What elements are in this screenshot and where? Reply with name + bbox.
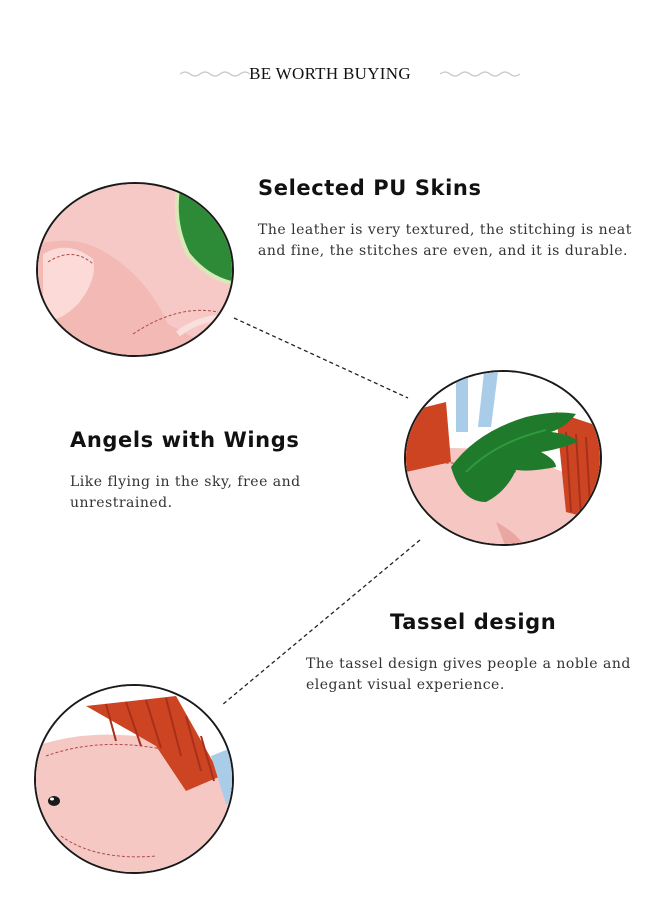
connector-line-1 (233, 317, 409, 399)
tassel-detail-image (34, 684, 234, 874)
eye-rivet (48, 796, 60, 806)
feature-desc-tassel: The tassel design gives people a noble a… (306, 656, 631, 693)
wave-divider-right (440, 71, 520, 77)
feature-title-angel-wings: Angels with Wings (70, 428, 300, 452)
connector-line-2 (221, 539, 421, 706)
angel-wings-detail-image (404, 370, 602, 546)
feature-desc-pu-skins: The leather is very textured, the stitch… (258, 222, 632, 259)
pu-skin-detail-image (36, 182, 234, 357)
feature-desc-angel-wings: Like flying in the sky, free and unrestr… (70, 474, 301, 511)
feature-title-tassel: Tassel design (390, 610, 557, 634)
feature-title-pu-skins: Selected PU Skins (258, 176, 482, 200)
wave-divider-left (180, 71, 250, 77)
section-title: BE WORTH BUYING (249, 64, 411, 83)
